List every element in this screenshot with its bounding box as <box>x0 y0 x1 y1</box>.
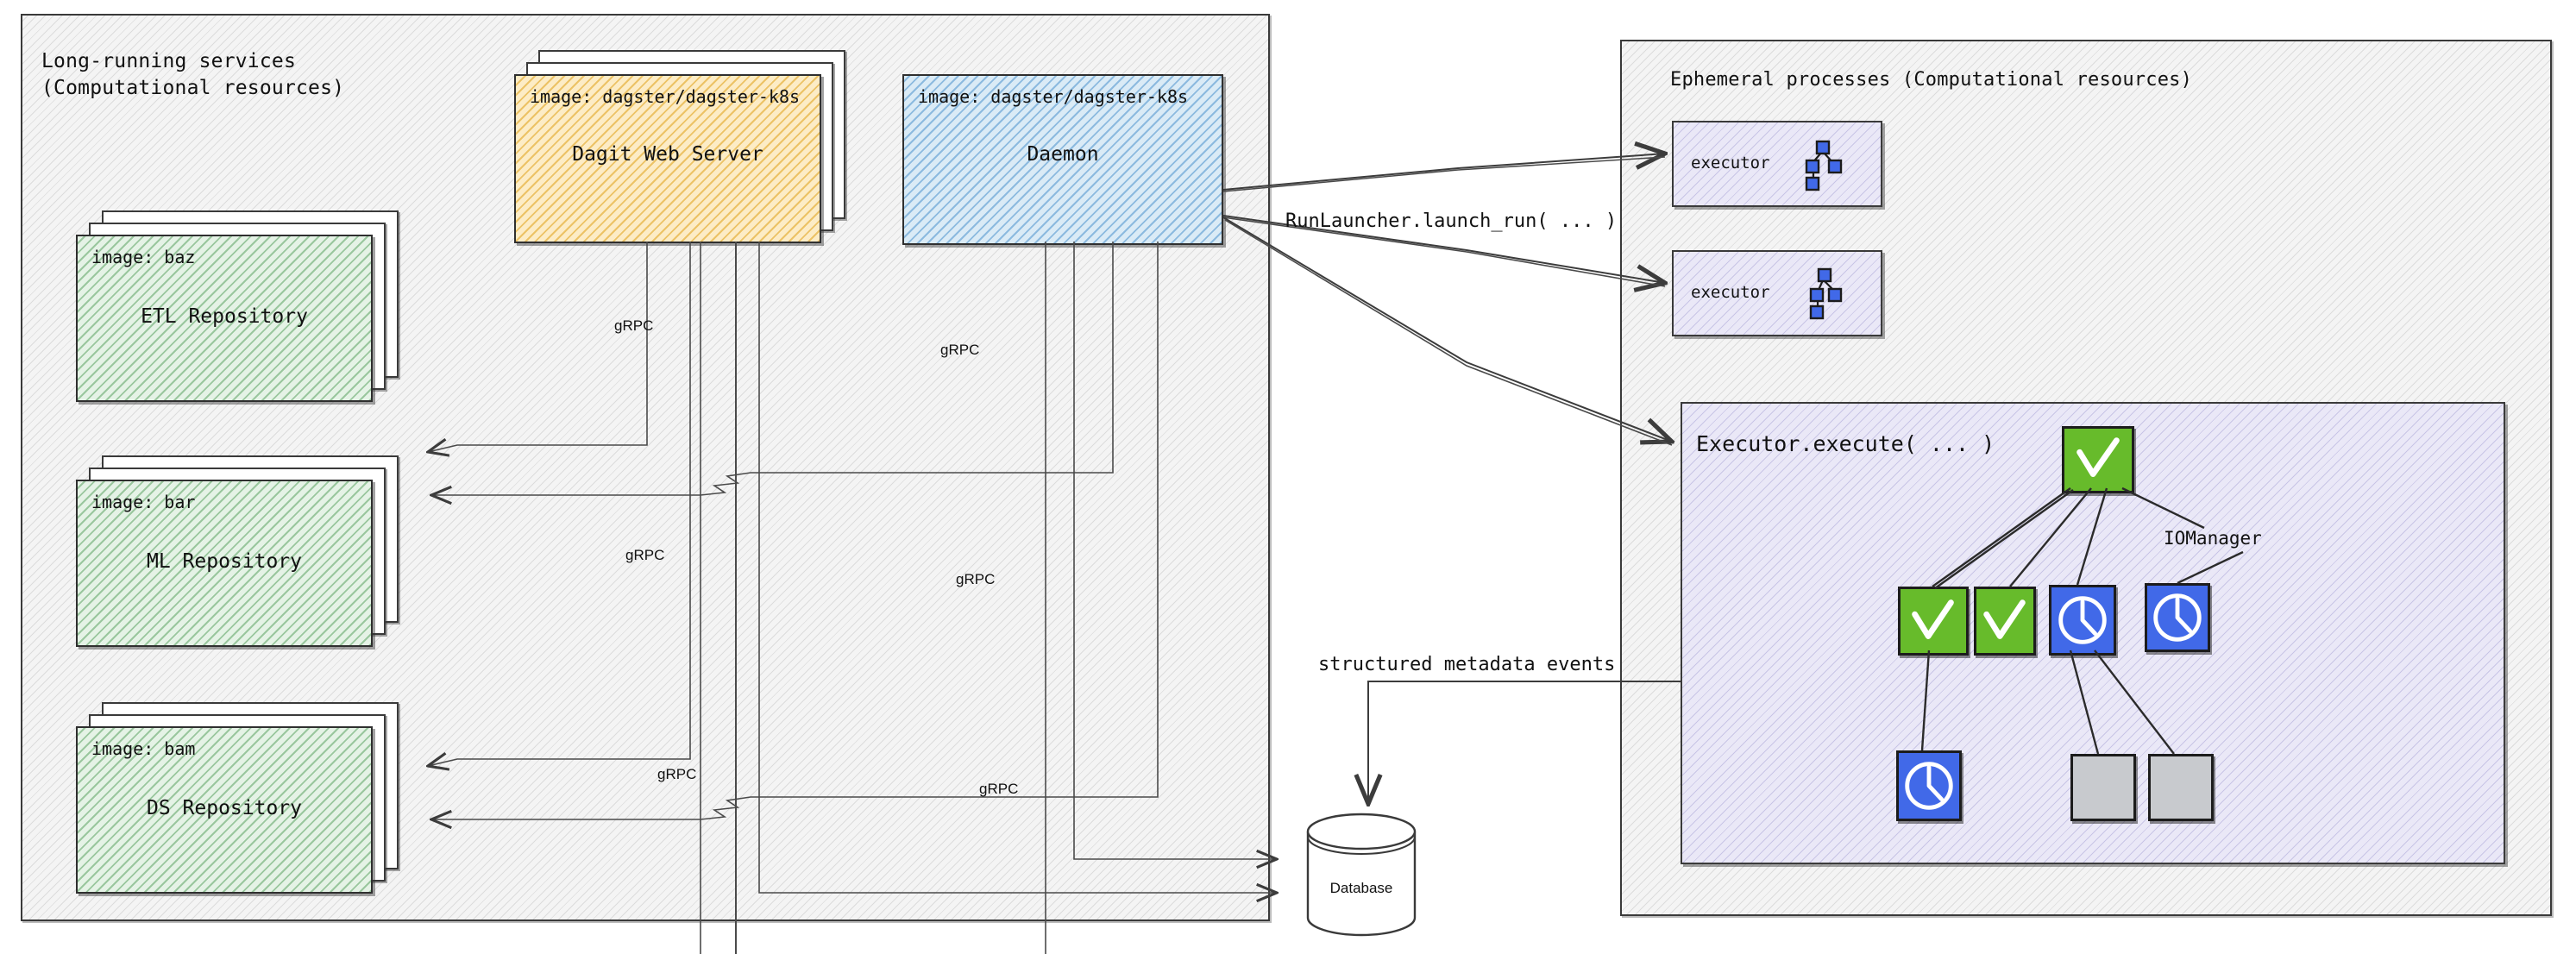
executor-1-label: executor <box>1691 154 1770 173</box>
ds-title: DS Repository <box>146 797 302 819</box>
etl-repository-card[interactable]: image: baz ETL Repository <box>76 210 421 402</box>
etl-front: image: baz ETL Repository <box>76 235 373 402</box>
check-icon <box>2077 437 2120 477</box>
etl-title: ETL Repository <box>141 305 308 328</box>
dag-node-d[interactable] <box>2145 583 2210 652</box>
executor-2-label: executor <box>1691 283 1770 302</box>
executor-box-2[interactable]: executor <box>1672 250 1882 336</box>
grpc-label-dagit-ml: gRPC <box>625 547 665 563</box>
dag-node-e[interactable] <box>1896 750 1962 821</box>
grpc-label-daemon-etl: gRPC <box>940 342 980 358</box>
executor-1-dag-icon <box>1801 138 1857 191</box>
run-launcher-label: RunLauncher.launch_run( ... ) <box>1285 210 1618 232</box>
long-running-services-title: Long-running services (Computational res… <box>41 50 345 100</box>
database-label: Database <box>1329 880 1393 896</box>
ds-repository-card[interactable]: image: bam DS Repository <box>76 702 421 894</box>
ds-image-label: image: bam <box>91 738 196 759</box>
dagit-web-server-card[interactable]: image: dagster/dagster-k8s Dagit Web Ser… <box>514 50 856 243</box>
etl-image-label: image: baz <box>91 247 196 267</box>
dag-node-c[interactable] <box>2049 585 2116 656</box>
clock-icon <box>2058 596 2107 644</box>
check-icon <box>1912 599 1954 639</box>
database-cylinder[interactable]: Database <box>1301 811 1422 938</box>
grpc-label-daemon-ml: gRPC <box>956 571 996 587</box>
ephemeral-processes-title: Ephemeral processes (Computational resou… <box>1670 69 2193 91</box>
ml-title: ML Repository <box>146 550 302 573</box>
dag-node-f[interactable] <box>2070 754 2136 821</box>
daemon-image-label: image: dagster/dagster-k8s <box>918 86 1189 107</box>
iomanager-label: IOManager <box>2164 528 2262 549</box>
grpc-label-dagit-etl: gRPC <box>614 317 654 334</box>
executor-box-1[interactable]: executor <box>1672 121 1882 207</box>
clock-icon <box>1905 762 1953 810</box>
check-icon <box>1983 599 2026 639</box>
ds-front: image: bam DS Repository <box>76 726 373 894</box>
metadata-events-label: structured metadata events <box>1318 654 1616 675</box>
daemon-title: Daemon <box>1027 143 1099 166</box>
dag-node-root[interactable] <box>2062 426 2134 493</box>
ml-front: image: bar ML Repository <box>76 480 373 647</box>
executor-execute-title: Executor.execute( ... ) <box>1696 431 1995 456</box>
grpc-label-daemon-ds: gRPC <box>979 781 1019 797</box>
dag-node-b[interactable] <box>1974 587 2036 656</box>
daemon-box[interactable]: image: dagster/dagster-k8s Daemon <box>902 74 1223 245</box>
grpc-label-dagit-ds: gRPC <box>657 766 697 782</box>
ml-repository-card[interactable]: image: bar ML Repository <box>76 455 421 647</box>
dagit-front: image: dagster/dagster-k8s Dagit Web Ser… <box>514 74 821 243</box>
dagit-image-label: image: dagster/dagster-k8s <box>530 86 801 107</box>
clock-icon <box>2153 593 2202 642</box>
dag-node-g[interactable] <box>2148 754 2214 821</box>
executor-2-dag-icon <box>1801 266 1857 321</box>
dag-node-a[interactable] <box>1898 587 1969 656</box>
dagit-title: Dagit Web Server <box>572 143 763 166</box>
ml-image-label: image: bar <box>91 492 196 512</box>
